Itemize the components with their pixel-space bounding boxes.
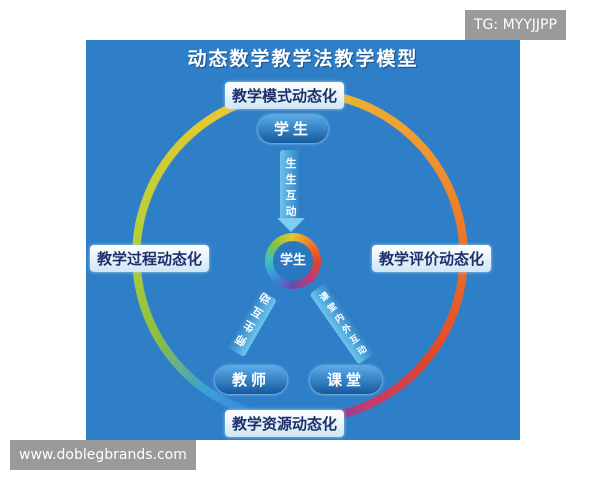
hub-label: 学生	[273, 241, 313, 281]
arrow-student-student: 生 生 互 动	[280, 150, 302, 220]
arrow-char: 生	[285, 157, 297, 170]
watermark-bottom: www.doblegbrands.com	[10, 440, 196, 470]
arrow-char: 互	[285, 189, 297, 202]
center-hub: 学生	[265, 233, 321, 289]
label-teaching-evaluation: 教学评价动态化	[372, 245, 492, 272]
node-student: 学生	[258, 115, 328, 143]
label-teaching-process: 教学过程动态化	[90, 245, 210, 272]
arrow-char: 动	[285, 205, 297, 218]
diagram-title: 动态数学教学法教学模型	[187, 48, 419, 70]
watermark-top: TG: MYYJJPP	[465, 10, 566, 40]
node-teacher: 教师	[215, 366, 287, 394]
arrow-tip	[277, 218, 305, 232]
label-teaching-resources: 教学资源动态化	[225, 410, 345, 437]
label-teaching-mode: 教学模式动态化	[225, 82, 345, 109]
arrow-char: 生	[285, 173, 297, 186]
node-classroom: 课堂	[310, 366, 382, 394]
